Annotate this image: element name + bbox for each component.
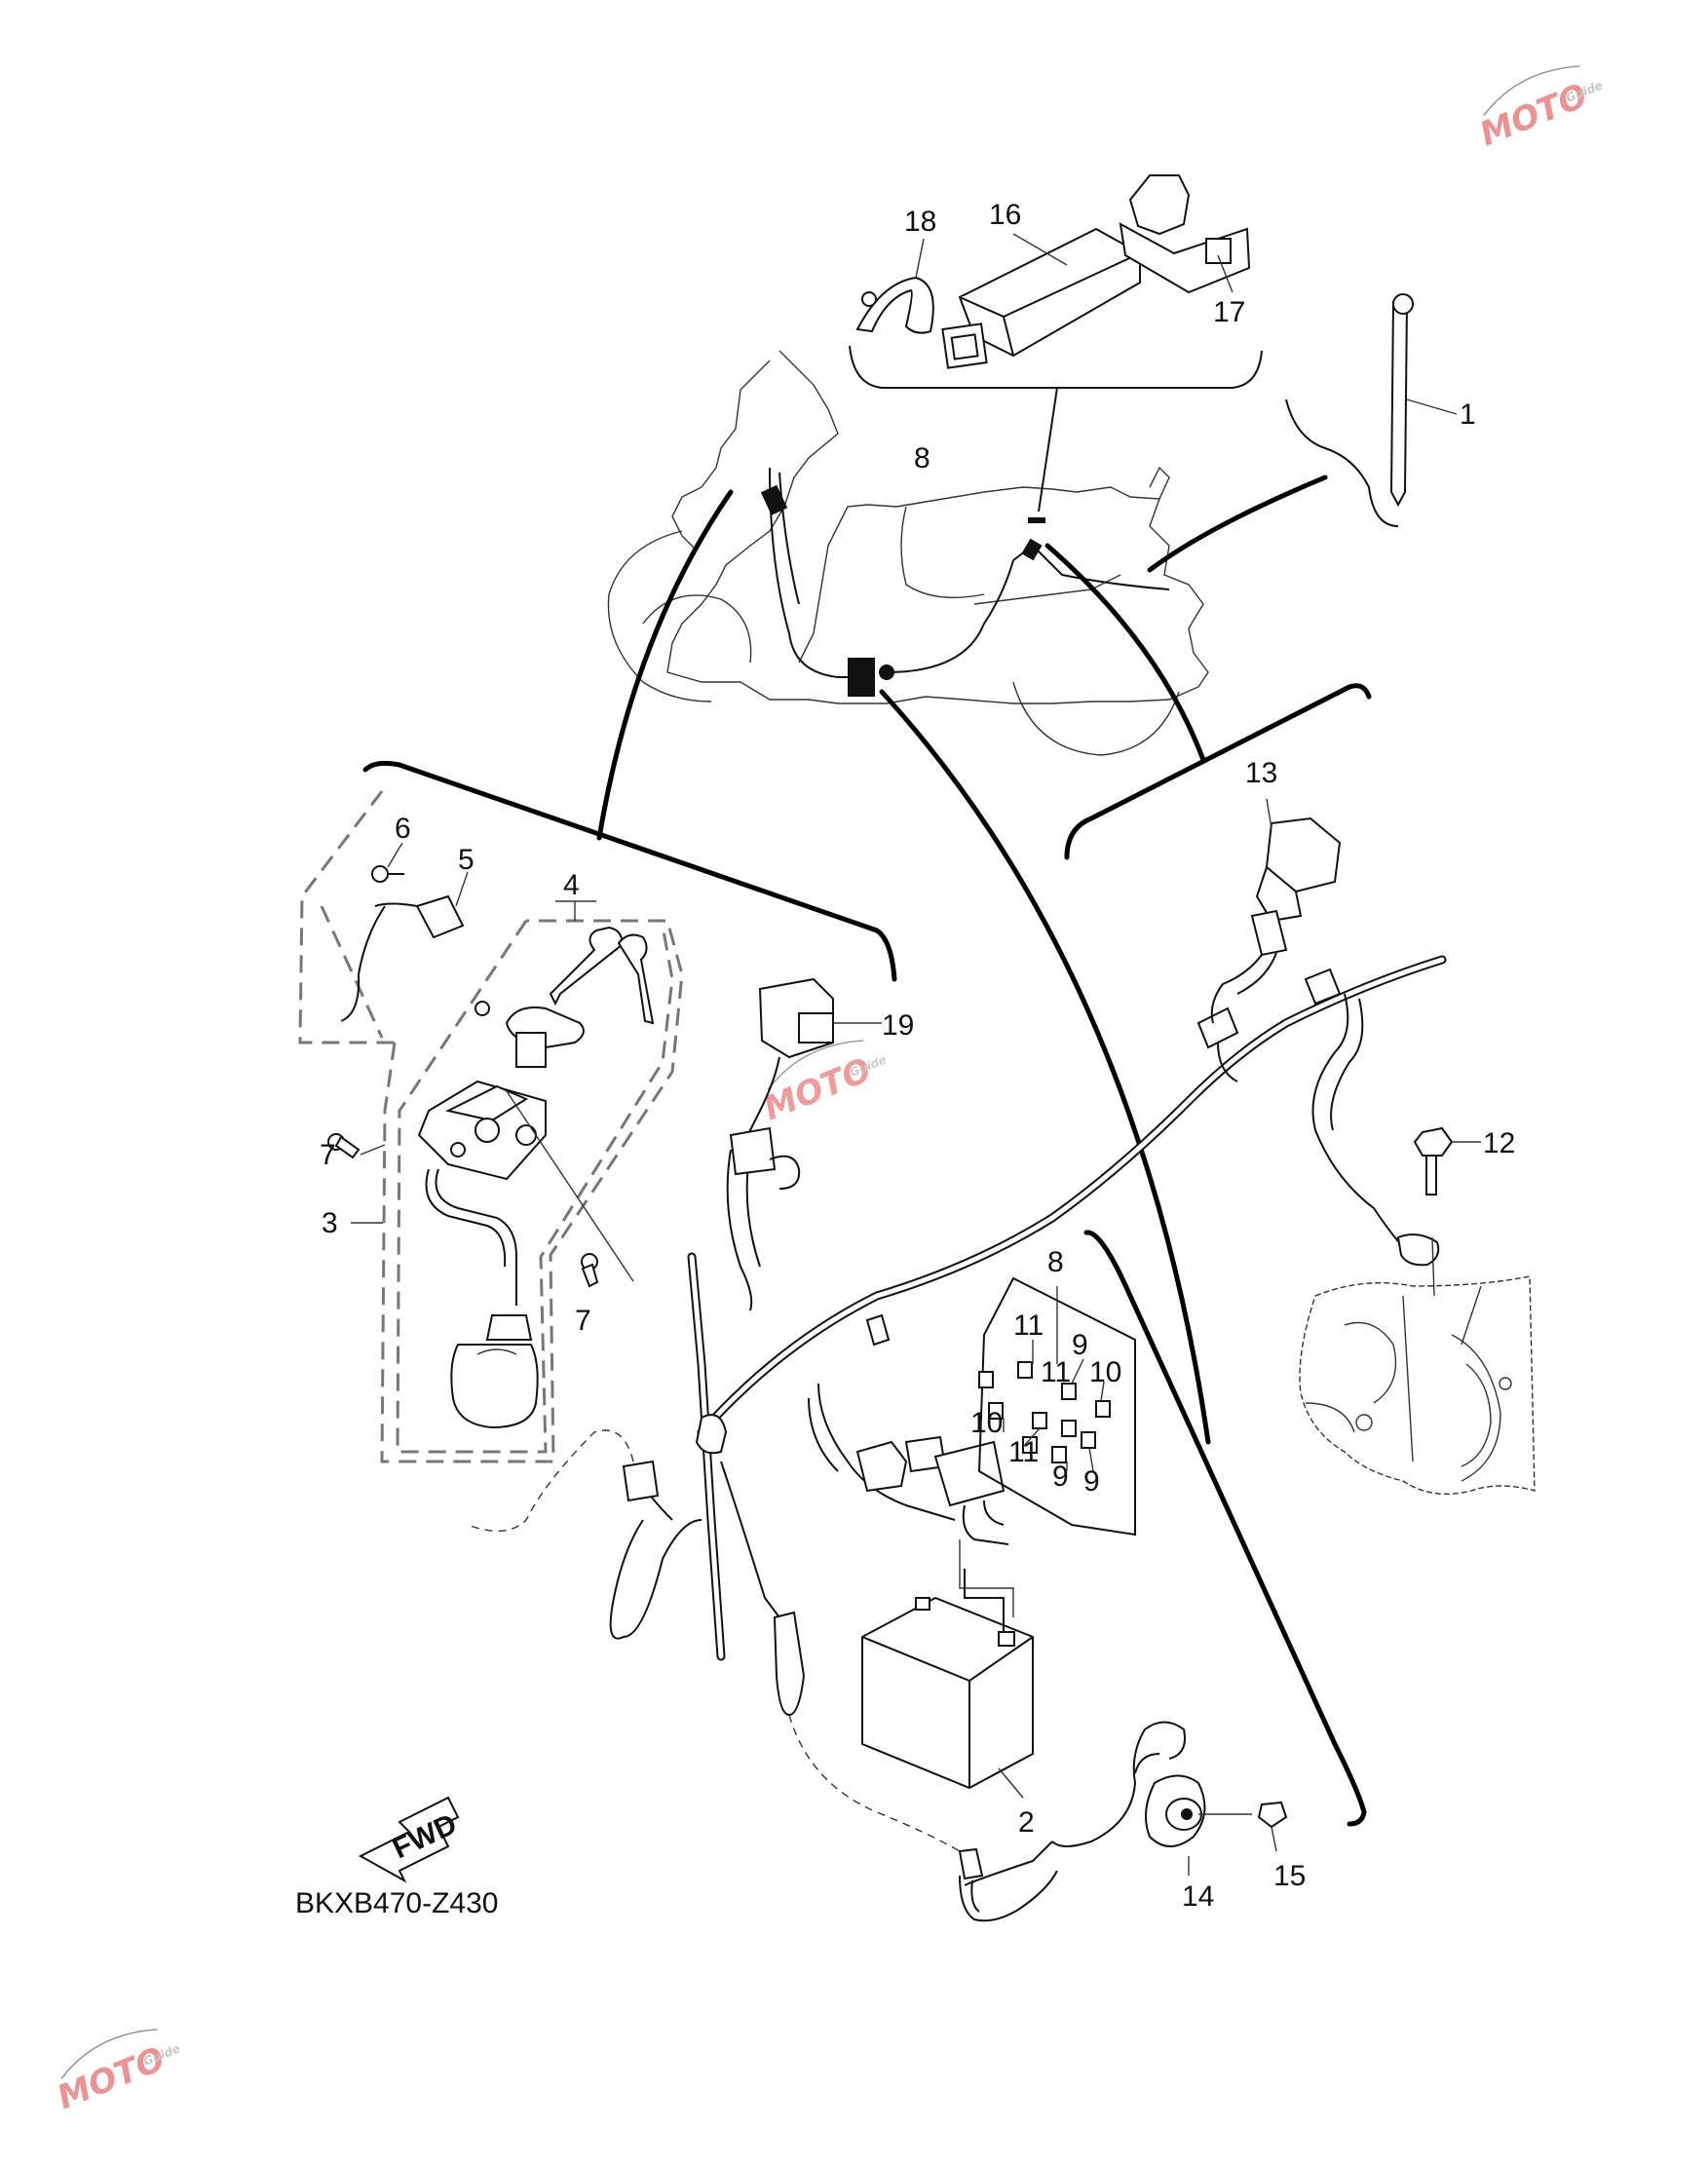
ecu-group-bracket <box>849 345 1263 513</box>
callout-2: 2 <box>1018 1806 1035 1839</box>
part-18-clamp <box>855 238 934 334</box>
callout-15: 15 <box>1273 1860 1306 1892</box>
callout-11-c: 11 <box>1008 1436 1039 1468</box>
fwd-arrow-icon: FWD <box>358 1796 462 1883</box>
part-2-battery <box>861 1569 1034 1799</box>
scooter-wiring <box>760 467 1170 697</box>
callout-17: 17 <box>1213 296 1245 328</box>
part-19-relay <box>740 977 882 1151</box>
callout-10-b: 10 <box>970 1407 1003 1439</box>
callout-16: 16 <box>989 199 1021 231</box>
scooter-outline <box>607 350 1209 756</box>
callout-10-a: 10 <box>1089 1356 1121 1388</box>
part-7-screw-b <box>581 1253 599 1288</box>
part-13-connector <box>1210 798 1342 1024</box>
horn-wire <box>788 1714 1058 1922</box>
watermark-bottom-left: MOTO Guide <box>52 2029 182 2117</box>
callout-9-b: 9 <box>1052 1461 1069 1493</box>
ground-wire <box>1311 993 1440 1297</box>
callout-6: 6 <box>395 813 411 845</box>
part-14-horn <box>1051 1721 1252 1876</box>
part-7-screw-a <box>327 1133 386 1159</box>
part-3-main-switch <box>417 1006 634 1429</box>
callout-14: 14 <box>1182 1880 1214 1913</box>
part-4-keys <box>549 900 655 1025</box>
part-12-bolt <box>1413 1126 1481 1196</box>
callout-9-c: 9 <box>1083 1465 1100 1498</box>
part-16-ecu <box>941 227 1141 369</box>
callout-11-a: 11 <box>1013 1310 1044 1342</box>
callout-19: 19 <box>882 1009 914 1042</box>
part-8-wire-harness <box>467 955 1447 1717</box>
callout-3: 3 <box>322 1207 338 1239</box>
part-6-screw <box>371 865 404 883</box>
callout-9-a: 9 <box>1072 1329 1088 1361</box>
callout-numbers: 1 2 3 4 5 6 7 7 8 8 9 9 9 10 10 11 11 11… <box>320 199 1515 1913</box>
fuse <box>978 1361 1111 1463</box>
watermark-top-right: MOTO Guide <box>1474 65 1605 154</box>
callout-11-b: 11 <box>1041 1356 1071 1388</box>
callout-13: 13 <box>1245 757 1277 789</box>
callout-18: 18 <box>904 206 936 238</box>
callout-8-b: 8 <box>1047 1246 1064 1278</box>
part-5-bracket <box>340 871 469 1022</box>
engine-case <box>1299 1275 1536 1496</box>
dashed-group-outlines <box>298 790 684 1463</box>
callout-5: 5 <box>458 844 474 876</box>
callout-1: 1 <box>1460 399 1476 431</box>
part-17-relay <box>1119 174 1251 294</box>
callout-7-a: 7 <box>320 1139 336 1171</box>
callout-8-a: 8 <box>914 442 930 475</box>
callout-12: 12 <box>1483 1127 1515 1159</box>
callout-4: 4 <box>563 869 580 901</box>
part-15-bolt <box>1257 1801 1288 1852</box>
fuse-set <box>977 1276 1136 1537</box>
diagram-code: BKXB470-Z430 <box>295 1887 498 1919</box>
part-7-screw-c <box>474 1001 490 1016</box>
part-1-cable-tie <box>1285 293 1458 527</box>
callout-7-b: 7 <box>575 1305 591 1337</box>
